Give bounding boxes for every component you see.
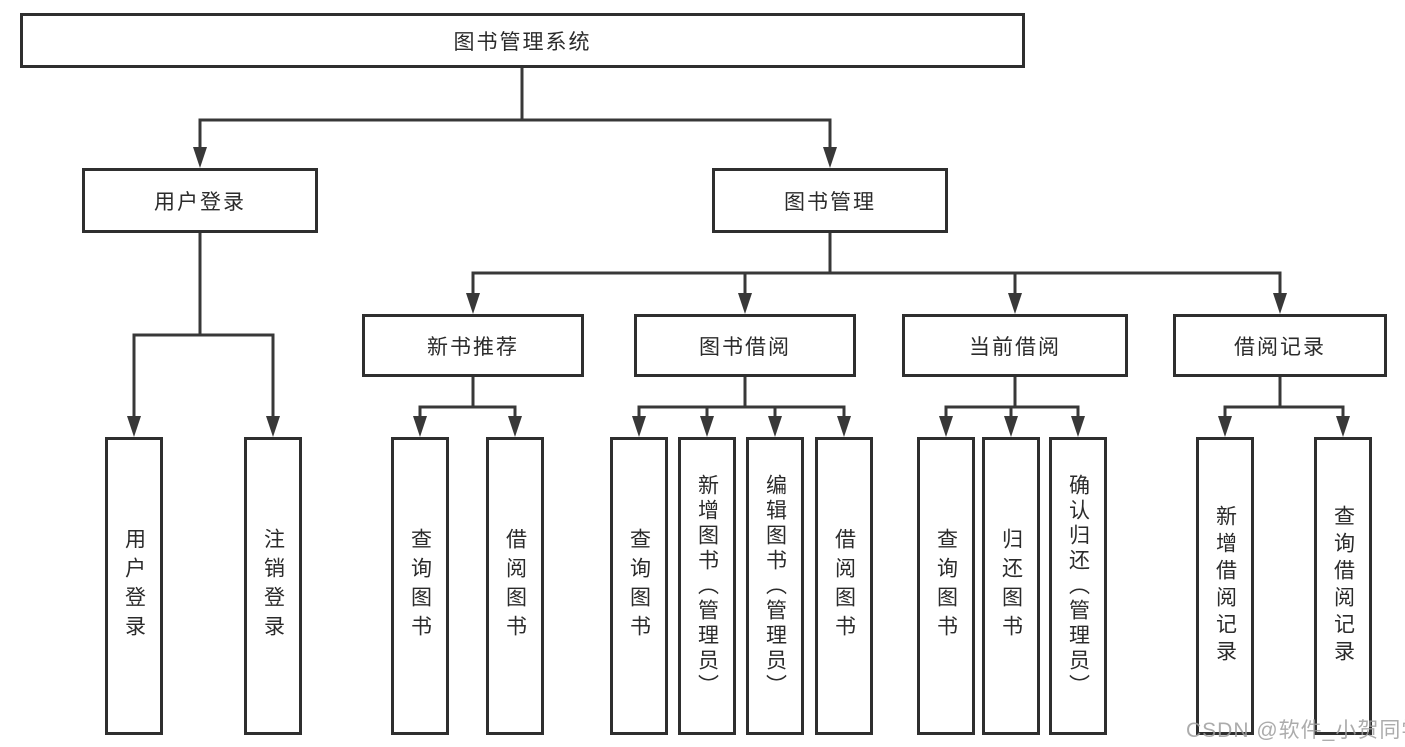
node-root: 图书管理系统 xyxy=(20,13,1025,68)
node-user-login: 用户登录 xyxy=(82,168,318,233)
leaf-nb-borrow-books: 借阅图书 xyxy=(486,437,544,735)
leaf-br-add-record: 新增借阅记录 xyxy=(1196,437,1254,735)
node-book-management: 图书管理 xyxy=(712,168,948,233)
node-book-borrow: 图书借阅 xyxy=(634,314,856,377)
leaf-br-query-record: 查询借阅记录 xyxy=(1314,437,1372,735)
node-new-book-recommend: 新书推荐 xyxy=(362,314,584,377)
node-borrow-records: 借阅记录 xyxy=(1173,314,1387,377)
leaf-bb-edit-books-admin: 编辑图书（管理员） xyxy=(746,437,804,735)
node-current-borrow: 当前借阅 xyxy=(902,314,1128,377)
leaf-cb-return-books: 归还图书 xyxy=(982,437,1040,735)
watermark: CSDN @软件_小贺同学 xyxy=(1186,719,1405,742)
leaf-bb-query-books: 查询图书 xyxy=(610,437,668,735)
leaf-bb-borrow-books: 借阅图书 xyxy=(815,437,873,735)
leaf-logout: 注销登录 xyxy=(244,437,302,735)
leaf-bb-add-books-admin: 新增图书（管理员） xyxy=(678,437,736,735)
leaf-nb-query-books: 查询图书 xyxy=(391,437,449,735)
leaf-cb-confirm-return-admin: 确认归还（管理员） xyxy=(1049,437,1107,735)
leaf-cb-query-books: 查询图书 xyxy=(917,437,975,735)
leaf-user-login: 用户登录 xyxy=(105,437,163,735)
